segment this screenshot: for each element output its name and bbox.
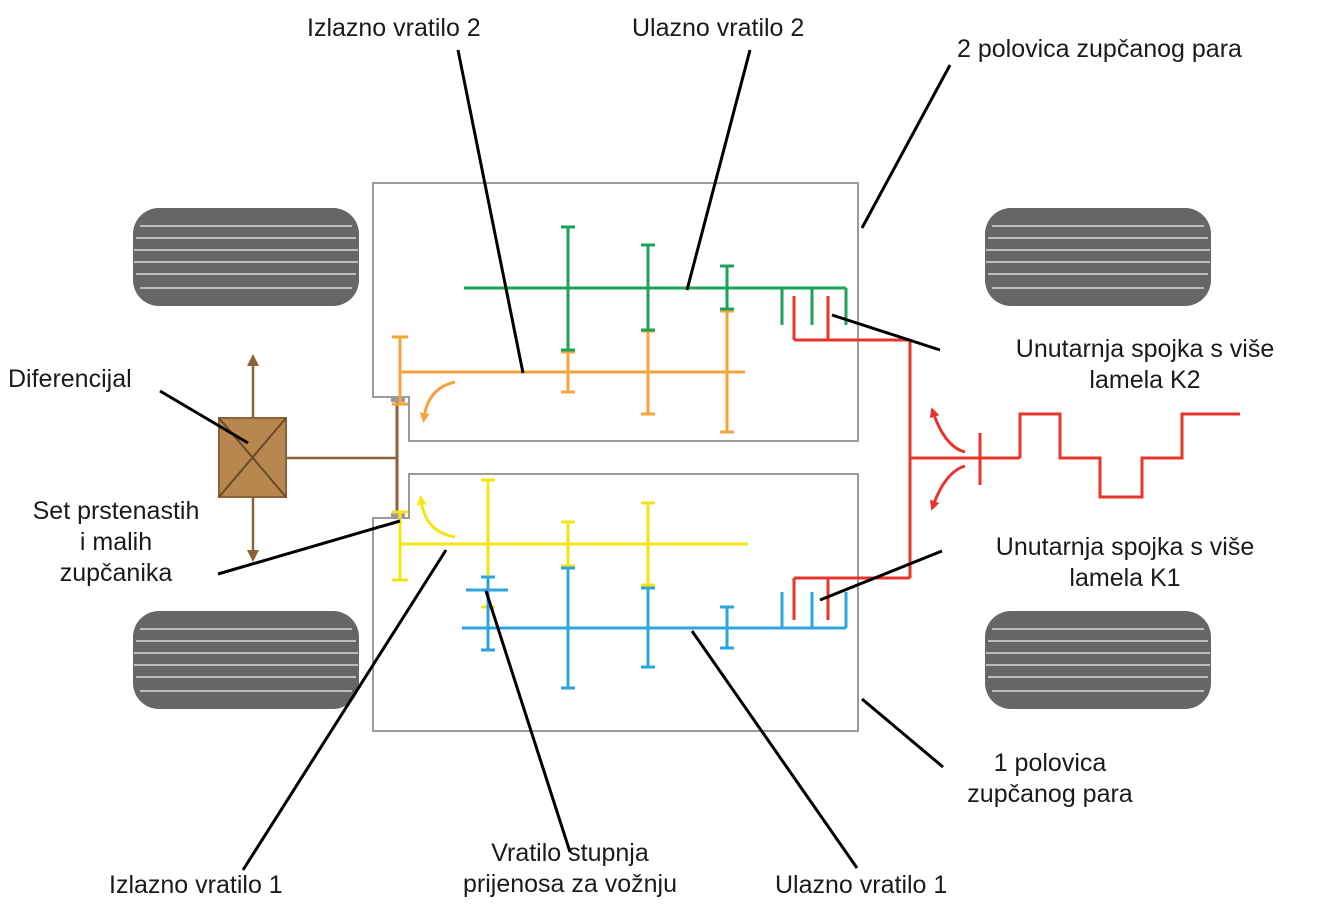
label-spojka-k1-line1: Unutarnja spojka s više [995, 533, 1255, 561]
label-ulazno-vratilo-1: Ulazno vratilo 1 [775, 871, 948, 899]
label-spojka-k2-line2: lamela K2 [1089, 366, 1201, 394]
label-set-line3: zupčanika [59, 559, 173, 587]
label-1-polovica: 1 polovica zupčanog para [930, 748, 1170, 810]
output-shaft-2 [392, 309, 745, 434]
label-ulazno-vratilo-2: Ulazno vratilo 2 [632, 14, 805, 42]
clutch-k1 [792, 576, 910, 620]
tire-rear-left-icon [133, 611, 359, 709]
input-shaft-1 [462, 566, 848, 690]
label-vratilo-stupnja-line2: prijenosa za vožnju [462, 870, 677, 898]
tire-front-left-icon [133, 208, 359, 306]
engine-crankshaft-icon [908, 340, 1240, 578]
leader-lines [159, 49, 952, 871]
tire-rear-right-icon [985, 611, 1211, 709]
tire-front-right-icon [985, 208, 1211, 306]
label-vratilo-stupnja-line1: Vratilo stupnja [491, 839, 649, 867]
label-spojka-k2: Unutarnja spojka s više lamela K2 [975, 334, 1315, 396]
label-1-polovica-line1: 1 polovica [993, 749, 1107, 777]
label-diferencijal: Diferencijal [8, 365, 132, 393]
label-vratilo-stupnja: Vratilo stupnja prijenosa za vožnju [425, 838, 715, 900]
label-set-prstenastih: Set prstenastih i malih zupčanika [0, 496, 232, 589]
label-spojka-k1: Unutarnja spojka s više lamela K1 [955, 532, 1295, 594]
clutch-k2 [792, 296, 910, 342]
label-set-line2: i malih [79, 528, 153, 556]
label-spojka-k1-line2: lamela K1 [1069, 564, 1181, 592]
label-1-polovica-line2: zupčanog para [967, 780, 1133, 808]
housing-lower [372, 473, 859, 732]
output-shaft-1 [392, 478, 748, 609]
label-2-polovica: 2 polovica zupčanog para [957, 35, 1242, 63]
input-shaft-2 [464, 225, 848, 352]
label-set-line1: Set prstenastih [32, 497, 200, 525]
label-izlazno-vratilo-2: Izlazno vratilo 2 [307, 14, 481, 42]
label-spojka-k2-line1: Unutarnja spojka s više [1015, 335, 1275, 363]
label-izlazno-vratilo-1: Izlazno vratilo 1 [109, 871, 283, 899]
housing-upper [372, 182, 859, 442]
